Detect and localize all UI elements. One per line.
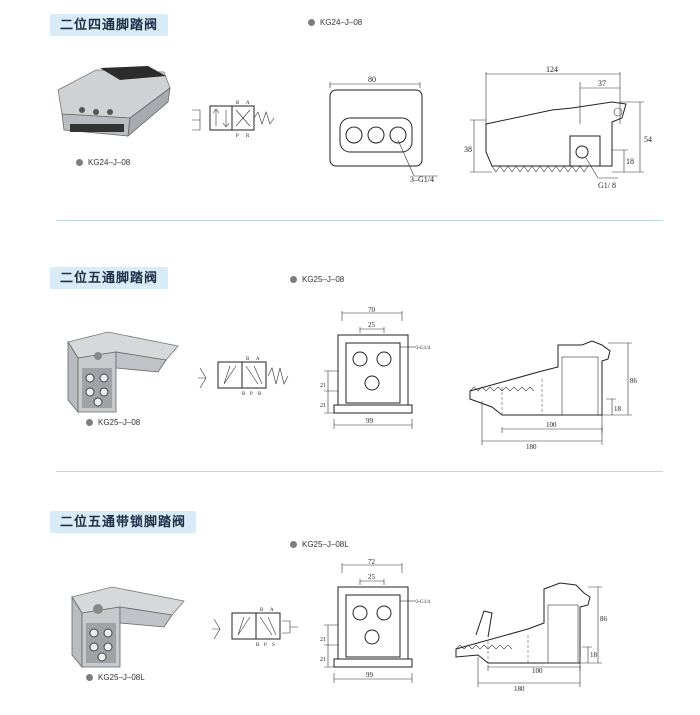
section-title: 二位四通脚踏阀 [50,14,169,36]
bullet-dot [86,674,93,681]
dim-width: 80 [368,75,376,84]
port-label: B [260,608,264,613]
bullet-dot [86,419,93,426]
port-label: B [246,357,250,362]
product-photo [67,331,179,414]
product-photo [57,66,171,137]
section-divider [56,471,663,472]
section-2-way-5-port: 二位五通脚踏阀 KG25–J–08 KG25–J–08 B A R P R 70… [0,225,700,475]
port-label: B [236,101,240,106]
section-2-way-5-port-lock: 二位五通带锁脚踏阀 KG25–J–08L KG25–J–08L B A R P … [0,475,700,700]
dim-height: 86 [630,377,638,385]
dim-port: G1/ 8 [598,181,616,190]
side-view-drawing: 180 100 86 18 [455,582,608,693]
dim-port: 3-G1/4 [416,600,431,605]
dim-h1: 21 [320,637,326,643]
model-label-top: KG25–J–08 [290,275,344,284]
port-label: R [258,392,262,397]
port-label: A [246,101,250,106]
port-label: R [256,643,260,648]
dim-pivot: 37 [598,79,606,88]
section-divider [56,220,663,221]
model-label-photo: KG25–J–08L [86,673,145,682]
model-label-photo: KG24–J–08 [76,158,130,167]
dim-h1: 21 [320,383,326,389]
product-photo [71,586,185,669]
dim-overall-height: 54 [644,135,652,144]
dim-bottom: 99 [366,671,374,679]
section-title: 二位五通带锁脚踏阀 [50,511,197,533]
dim-base: 18 [626,157,634,166]
dim-pivot: 100 [546,421,557,429]
model-label-top: KG25–J–08L [290,540,349,549]
valve-symbol: B A R P R [198,357,289,397]
section-2-way-4-port: 二位四通脚踏阀 KG24–J–08 KG24–J–08 B A P R 80 [0,0,700,225]
dim-base: 18 [614,405,622,413]
model-label-top: KG24–J–08 [308,18,362,27]
port-label: S [272,643,275,648]
bullet-dot [308,19,315,26]
front-view-drawing: 80 3–G1/4 [329,75,438,184]
bullet-dot [76,159,83,166]
bullet-dot [290,276,297,283]
dim-port: 3–G1/4 [410,175,434,184]
front-view-drawing: 72 25 3-G1/4 21 21 99 [320,558,431,683]
dim-base: 18 [590,651,598,659]
dim-inner: 25 [368,573,376,581]
dim-bottom: 99 [366,417,374,425]
port-label: P [236,134,239,139]
dim-port: 3-G1/4 [416,346,431,351]
front-view-drawing: 70 25 3-G1/4 21 21 99 [320,306,431,429]
dim-outer: 72 [368,558,376,566]
dim-pivot: 100 [532,667,543,675]
side-view-drawing: 180 100 86 18 [469,340,638,451]
port-label: P [250,392,253,397]
dim-length: 124 [546,65,558,74]
port-label: R [246,134,250,139]
port-label: P [264,643,267,648]
port-label: A [270,608,274,613]
section-title: 二位五通脚踏阀 [50,267,169,289]
dim-length: 180 [514,685,525,693]
port-label: R [242,392,246,397]
dim-inner: 25 [368,321,376,329]
dim-h2: 21 [320,403,326,409]
bullet-dot [290,541,297,548]
dim-h2: 21 [320,657,326,663]
valve-symbol: B A R P S [212,608,298,648]
dim-length: 180 [526,443,537,451]
model-label-photo: KG25–J–08 [86,418,140,427]
dim-height: 38 [464,145,472,154]
dim-height: 86 [600,615,608,623]
side-view-drawing: 124 37 38 54 18 G1/ 8 [464,65,652,190]
port-label: A [256,357,260,362]
dim-outer: 70 [368,306,376,314]
valve-symbol: B A P R [192,101,275,139]
